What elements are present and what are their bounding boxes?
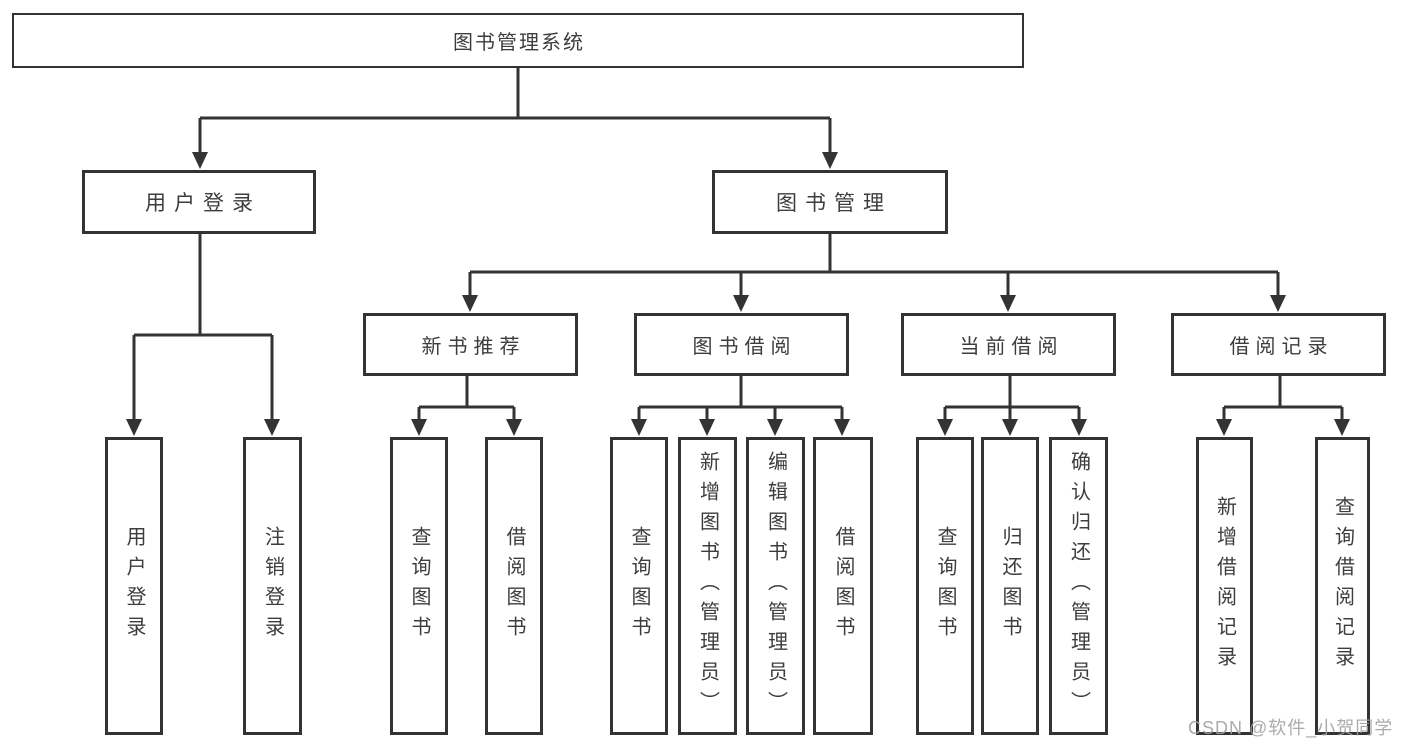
leaf-label: 查询图书 (408, 526, 430, 646)
node-label: 用户登录 (145, 192, 261, 215)
node-label: 图书借阅 (692, 336, 797, 358)
node-book-borrowing: 图书借阅 (634, 313, 849, 376)
leaf-label: 确认归还（管理员） (1067, 451, 1090, 721)
watermark: CSDN @软件_小贺同学 (1188, 718, 1394, 738)
leaf-recommend-borrow-book: 借阅图书 (485, 437, 543, 735)
leaf-borrowing-query-book: 查询图书 (610, 437, 668, 735)
node-user-login-branch: 用户登录 (82, 170, 316, 234)
leaf-borrowing-edit-book-admin: 编辑图书（管理员） (746, 437, 805, 735)
leaf-records-add-record: 新增借阅记录 (1196, 437, 1253, 735)
node-label: 当前借阅 (959, 336, 1064, 358)
node-label: 借阅记录 (1229, 336, 1334, 358)
leaf-borrowing-add-book-admin: 新增图书（管理员） (678, 437, 737, 735)
leaf-label: 查询图书 (934, 526, 956, 646)
node-label: 新书推荐 (421, 336, 526, 358)
node-label: 图书管理 (776, 192, 892, 215)
leaf-user-login: 用户登录 (105, 437, 163, 735)
leaf-label: 新增借阅记录 (1213, 496, 1236, 676)
node-current-borrowing: 当前借阅 (901, 313, 1116, 376)
leaf-label: 借阅图书 (503, 526, 525, 646)
leaf-label: 借阅图书 (832, 526, 854, 646)
leaf-borrowing-borrow-book: 借阅图书 (813, 437, 873, 735)
leaf-records-query-record: 查询借阅记录 (1315, 437, 1370, 735)
leaf-label: 查询图书 (628, 526, 650, 646)
leaf-current-return-book: 归还图书 (981, 437, 1039, 735)
node-book-management-branch: 图书管理 (712, 170, 948, 234)
leaf-label: 查询借阅记录 (1331, 496, 1354, 676)
leaf-logout: 注销登录 (243, 437, 302, 735)
leaf-label: 注销登录 (261, 526, 284, 646)
leaf-label: 用户登录 (123, 526, 145, 646)
leaf-label: 归还图书 (999, 526, 1021, 646)
leaf-recommend-query-book: 查询图书 (390, 437, 448, 735)
node-library-management-system: 图书管理系统 (12, 13, 1024, 68)
node-label: 图书管理系统 (453, 32, 585, 54)
node-borrowing-records: 借阅记录 (1171, 313, 1386, 376)
leaf-current-confirm-return-admin: 确认归还（管理员） (1049, 437, 1108, 735)
leaf-label: 编辑图书（管理员） (764, 451, 787, 721)
leaf-label: 新增图书（管理员） (696, 451, 719, 721)
node-new-book-recommend: 新书推荐 (363, 313, 578, 376)
leaf-current-query-book: 查询图书 (916, 437, 974, 735)
